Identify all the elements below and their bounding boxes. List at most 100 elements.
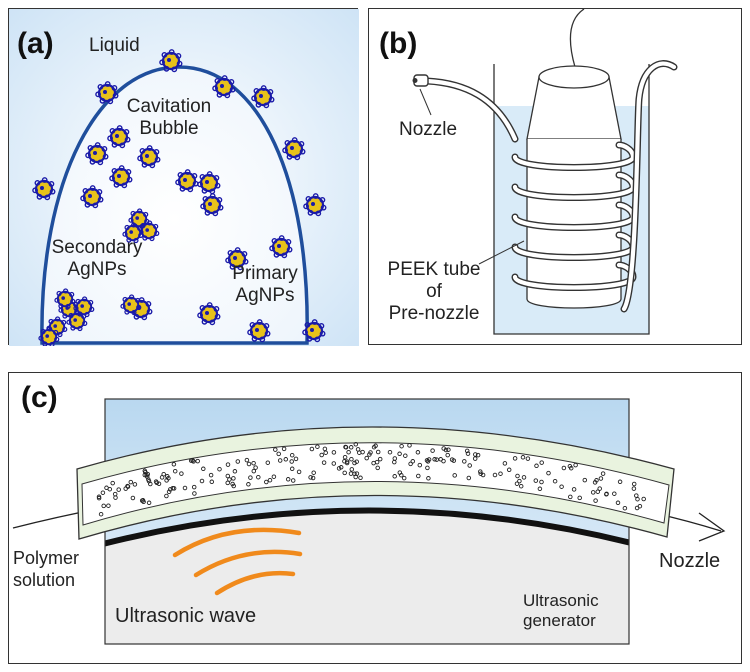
particle [342, 454, 348, 460]
nanoparticle-icon [32, 177, 56, 201]
particle [399, 472, 404, 478]
particle [617, 479, 623, 485]
nanoparticle-icon [159, 49, 183, 73]
particle [106, 503, 111, 508]
particle [112, 491, 118, 497]
particle [604, 492, 609, 497]
panel-a-graphic [9, 9, 359, 346]
nanoparticle-icon [269, 235, 293, 259]
particle [571, 487, 577, 492]
particle [533, 478, 539, 483]
particle [310, 475, 316, 481]
particle [552, 478, 558, 484]
particle [367, 452, 372, 457]
peek-tube-coil [511, 141, 637, 291]
particle [246, 461, 252, 467]
peek-tube-line1: PEEK tube [387, 259, 481, 280]
particle [464, 448, 470, 454]
nanoparticle-icon [54, 288, 76, 310]
particle [296, 469, 302, 475]
particle [191, 484, 197, 490]
particle [283, 457, 289, 462]
flow-arrow-head [698, 512, 726, 542]
particle [227, 477, 232, 482]
particle [201, 466, 206, 472]
particle [343, 445, 349, 450]
particle [273, 447, 278, 452]
particle [517, 478, 522, 484]
particle [358, 475, 363, 481]
secondary-agnps-label: Secondary AgNPs [37, 237, 157, 281]
nanoparticles [32, 49, 327, 346]
particle [142, 472, 148, 478]
particle [267, 477, 273, 483]
particle [235, 459, 241, 464]
nanoparticle-icon [212, 75, 236, 99]
particle [289, 452, 295, 458]
secondary-agnps-line2: AgNPs [67, 259, 127, 280]
particle [622, 505, 628, 511]
particle [132, 482, 138, 487]
peek-tube-to-nozzle [424, 78, 518, 142]
panel-b-label: (b) [379, 27, 418, 60]
particle [170, 485, 176, 491]
particle [518, 483, 524, 489]
nanoparticle-icon [120, 294, 142, 316]
particle [128, 479, 134, 485]
nanoparticle-icon [303, 193, 327, 217]
particle [595, 489, 601, 494]
particle [445, 452, 450, 458]
particle [631, 486, 637, 491]
particle [641, 496, 646, 502]
nanoparticle-icon [109, 165, 133, 189]
nanoparticle-icon [282, 137, 306, 161]
cable [569, 9, 585, 68]
particle [348, 445, 354, 450]
cavitation-bubble-line2: Bubble [139, 118, 199, 139]
particle [232, 469, 238, 474]
particle [534, 463, 539, 469]
particle [352, 460, 357, 466]
particle [502, 461, 508, 466]
particle [159, 475, 165, 480]
ultrasonic-generator-line2: generator [523, 611, 596, 630]
particle [225, 473, 231, 479]
ultrasonic-generator-line1: Ultrasonic [523, 591, 599, 610]
particle [451, 458, 457, 463]
particle [631, 481, 637, 487]
particle [130, 495, 136, 501]
peek-tube-return [621, 61, 677, 312]
particle [251, 468, 257, 474]
particle [281, 446, 287, 452]
nanoparticle-icon [197, 171, 221, 195]
particle [100, 490, 106, 495]
particle [349, 467, 355, 472]
panel-c-graphic [12, 398, 726, 645]
particle [364, 455, 369, 461]
particle [217, 466, 222, 472]
particle [520, 455, 526, 460]
particle [568, 494, 573, 500]
particle [285, 477, 291, 482]
particle [472, 456, 478, 461]
particle [415, 450, 421, 455]
particle [573, 462, 578, 468]
particle [110, 480, 115, 486]
particle [506, 467, 512, 473]
particle [146, 500, 152, 506]
particle [416, 473, 421, 479]
nanoparticle-icon [200, 193, 224, 217]
nozzle-outlet-label: Nozzle [659, 550, 721, 572]
particle [582, 477, 588, 483]
particle [399, 443, 404, 449]
particle [441, 458, 446, 464]
particle [293, 456, 299, 462]
horn-top [538, 65, 610, 89]
nanoparticle-icon [66, 310, 88, 332]
polymer-solution-line1: Polymer [13, 548, 80, 568]
nanoparticle-icon [137, 145, 161, 169]
particle [425, 459, 431, 464]
particle [308, 475, 313, 480]
ultrasonic-generator-label: Ultrasonic generator [523, 591, 599, 631]
particle [165, 474, 170, 479]
